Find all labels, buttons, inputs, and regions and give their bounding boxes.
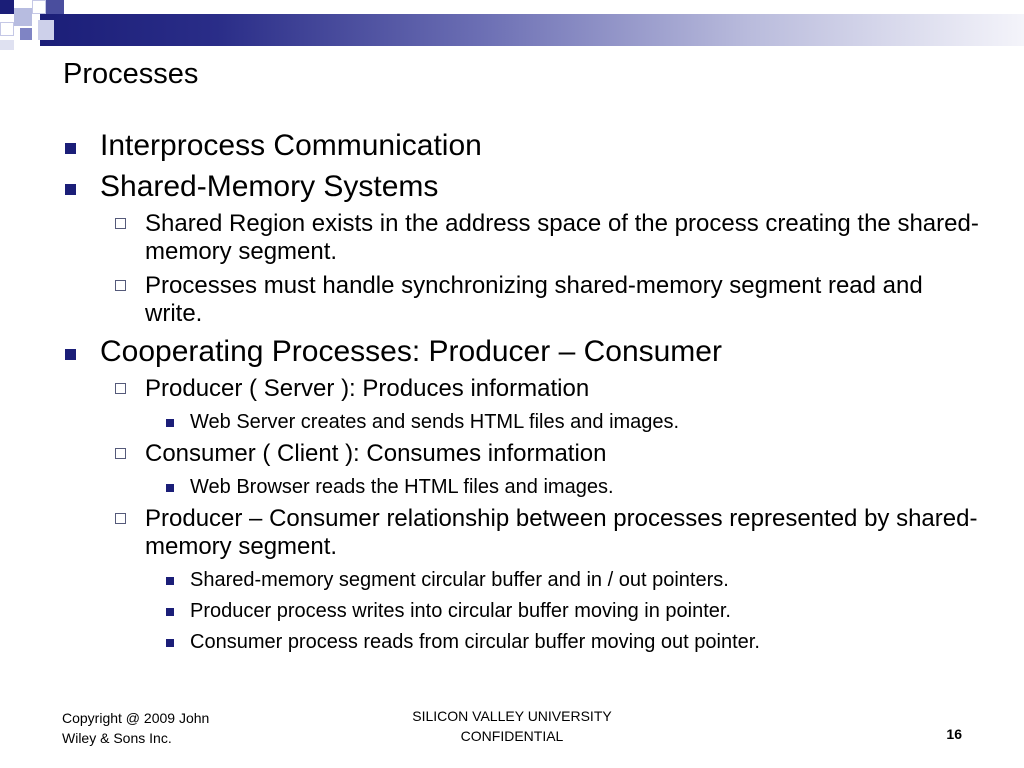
- filled-square-icon: [65, 143, 76, 154]
- hollow-square-icon: [115, 448, 126, 459]
- copyright-line: Copyright @ 2009 John: [62, 710, 210, 726]
- bullet-text: Producer ( Server ): Produces informatio…: [145, 375, 590, 402]
- bullet-text: Producer process writes into circular bu…: [190, 600, 731, 622]
- slide-title: Processes: [63, 58, 199, 90]
- small-filled-square-icon: [166, 419, 174, 427]
- sub-bullet-item: Processes must handle synchronizing shar…: [60, 272, 980, 328]
- sub-sub-bullet-item: Consumer process reads from circular buf…: [60, 629, 980, 655]
- bullet-item: Shared-Memory Systems: [60, 169, 980, 205]
- sub-sub-bullet-item: Web Server creates and sends HTML files …: [60, 409, 980, 435]
- decorative-square: [32, 0, 46, 14]
- decorative-square: [0, 22, 14, 36]
- filled-square-icon: [65, 349, 76, 360]
- sub-bullet-item: Consumer ( Client ): Consumes informatio…: [60, 440, 980, 468]
- confidential-line: SILICON VALLEY UNIVERSITY: [412, 708, 612, 724]
- decorative-square: [38, 20, 54, 40]
- bullet-item: Cooperating Processes: Producer – Consum…: [60, 334, 980, 370]
- header-gradient-bar: [40, 14, 1024, 46]
- hollow-square-icon: [115, 383, 126, 394]
- copyright-line: Wiley & Sons Inc.: [62, 730, 172, 746]
- bullet-item: Interprocess Communication: [60, 128, 980, 164]
- bullet-text: Consumer ( Client ): Consumes informatio…: [145, 440, 607, 467]
- bullet-text: Web Browser reads the HTML files and ima…: [190, 476, 614, 498]
- sub-sub-bullet-item: Producer process writes into circular bu…: [60, 598, 980, 624]
- small-filled-square-icon: [166, 484, 174, 492]
- footer-copyright: Copyright @ 2009 John Wiley & Sons Inc.: [62, 708, 209, 748]
- decorative-square: [0, 0, 14, 14]
- bullet-text: Shared Region exists in the address spac…: [145, 210, 979, 265]
- sub-bullet-item: Producer – Consumer relationship between…: [60, 505, 980, 561]
- decorative-square: [46, 0, 64, 14]
- page-number: 16: [946, 726, 962, 742]
- bullet-text: Processes must handle synchronizing shar…: [145, 272, 923, 327]
- confidential-line: CONFIDENTIAL: [460, 728, 564, 744]
- hollow-square-icon: [115, 218, 126, 229]
- bullet-text: Producer – Consumer relationship between…: [145, 505, 978, 560]
- sub-bullet-item: Producer ( Server ): Produces informatio…: [60, 375, 980, 403]
- small-filled-square-icon: [166, 577, 174, 585]
- bullet-text: Consumer process reads from circular buf…: [190, 631, 760, 653]
- filled-square-icon: [65, 184, 76, 195]
- hollow-square-icon: [115, 280, 126, 291]
- small-filled-square-icon: [166, 639, 174, 647]
- bullet-text: Shared-memory segment circular buffer an…: [190, 569, 729, 591]
- bullet-text: Cooperating Processes: Producer – Consum…: [100, 335, 722, 368]
- slide-body: Interprocess Communication Shared-Memory…: [60, 128, 980, 660]
- decorative-square: [20, 28, 32, 40]
- sub-sub-bullet-item: Web Browser reads the HTML files and ima…: [60, 474, 980, 500]
- bullet-text: Shared-Memory Systems: [100, 170, 439, 203]
- sub-sub-bullet-item: Shared-memory segment circular buffer an…: [60, 567, 980, 593]
- decorative-square: [14, 8, 32, 26]
- hollow-square-icon: [115, 513, 126, 524]
- bullet-text: Web Server creates and sends HTML files …: [190, 411, 680, 433]
- footer-confidential: SILICON VALLEY UNIVERSITY CONFIDENTIAL: [362, 706, 662, 746]
- bullet-text: Interprocess Communication: [100, 129, 482, 162]
- small-filled-square-icon: [166, 608, 174, 616]
- sub-bullet-item: Shared Region exists in the address spac…: [60, 210, 980, 266]
- decorative-square: [0, 40, 14, 50]
